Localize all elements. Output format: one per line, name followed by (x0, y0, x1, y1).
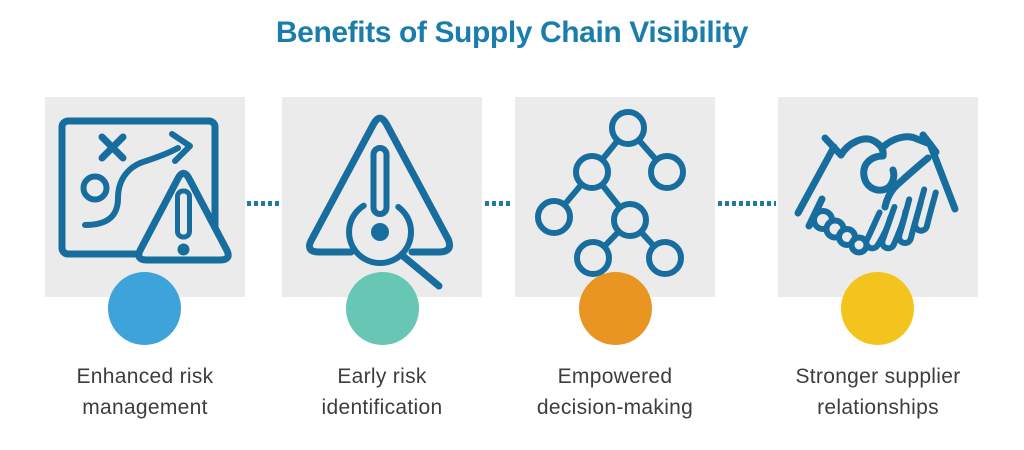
dotted-connector (247, 201, 280, 206)
benefit-label-line1: Early risk (337, 365, 427, 388)
decision-tree-icon (535, 109, 686, 277)
benefit-label-line2: management (82, 396, 208, 419)
benefit-label-line2: decision-making (536, 396, 694, 419)
dotted-connector (485, 201, 513, 206)
page-title: Benefits of Supply Chain Visibility (275, 16, 749, 49)
benefit-card-empowered-decision-making (515, 97, 715, 297)
benefit-label-line2: identification (321, 396, 443, 419)
accent-circle (346, 272, 419, 345)
benefit-card-enhanced-risk-management (45, 97, 245, 297)
benefit-label-line1: Enhanced risk (76, 365, 214, 388)
benefit-label: Empowered decision-making (485, 361, 745, 423)
benefit-card-early-risk-identification (282, 97, 482, 297)
accent-circle (579, 272, 652, 345)
strategy-plan-risk-icon (58, 117, 232, 264)
benefit-label-line1: Stronger supplier (795, 365, 961, 388)
benefit-label-line1: Empowered (557, 365, 673, 388)
accent-circle (841, 272, 914, 345)
handshake-icon (794, 131, 959, 256)
benefit-label: Enhanced risk management (15, 361, 275, 423)
risk-magnifier-icon (306, 114, 454, 290)
benefit-label: Stronger supplier relationships (748, 361, 1008, 423)
accent-circle (108, 272, 181, 345)
benefit-label-line2: relationships (817, 396, 939, 419)
benefit-card-stronger-supplier-relationships (778, 97, 978, 297)
benefit-label: Early risk identification (252, 361, 512, 423)
dotted-connector (718, 201, 776, 206)
